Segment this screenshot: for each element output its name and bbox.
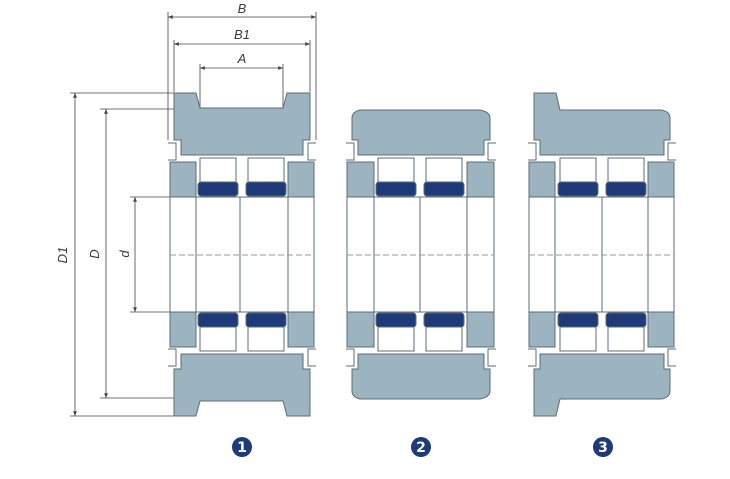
dim-label-B1: B1: [234, 27, 250, 42]
roller-top-left: [199, 157, 237, 183]
inner-ring-bottom: [169, 311, 315, 348]
outer-ring-top: [173, 92, 311, 156]
outer-ring-bottom: [533, 353, 671, 417]
inner-ring-bottom: [346, 311, 495, 348]
roller-band-top-left: [557, 181, 599, 197]
roller-band-bottom-left: [197, 312, 239, 328]
svg-text:1: 1: [237, 440, 247, 456]
roller-band-top-right: [605, 181, 647, 197]
roller-top-right: [247, 157, 285, 183]
svg-text:2: 2: [416, 440, 426, 456]
seal-right-top: [307, 142, 316, 161]
dim-label-D1: D1: [55, 247, 70, 264]
variant-badge-1: 1: [232, 437, 252, 457]
seal-left-top: [168, 142, 177, 161]
roller-band-top-left: [197, 181, 239, 197]
seal-right-bottom: [487, 348, 496, 367]
seal-left-bottom: [346, 348, 355, 367]
roller-bottom-left: [199, 326, 237, 352]
roller-top-left: [377, 157, 415, 183]
dim-label-D: D: [87, 249, 102, 258]
seal-left-top: [528, 142, 537, 161]
roller-band-bottom-left: [557, 312, 599, 328]
svg-text:3: 3: [598, 440, 608, 456]
seal-left-bottom: [528, 348, 537, 367]
inner-ring-bottom: [528, 311, 675, 348]
outer-ring-top: [533, 92, 671, 156]
seal-left-bottom: [168, 348, 177, 367]
roller-top-left: [559, 157, 597, 183]
roller-band-top-right: [245, 181, 287, 197]
roller-bottom-left: [559, 326, 597, 352]
inner-ring-top: [346, 161, 495, 198]
inner-ring-top: [528, 161, 675, 198]
roller-band-bottom-right: [605, 312, 647, 328]
roller-band-bottom-right: [245, 312, 287, 328]
roller-band-bottom-right: [423, 312, 465, 328]
dim-label-A: A: [237, 51, 247, 66]
bearing-variant-2: [346, 109, 496, 400]
roller-bottom-right: [425, 326, 463, 352]
roller-top-right: [607, 157, 645, 183]
seal-right-top: [487, 142, 496, 161]
roller-band-top-left: [375, 181, 417, 197]
outer-ring-bottom: [351, 353, 491, 400]
seal-right-bottom: [307, 348, 316, 367]
bearing-variant-3: [528, 92, 676, 417]
roller-bottom-left: [377, 326, 415, 352]
bearing-variant-1: [168, 92, 316, 417]
outer-ring-bottom: [173, 353, 311, 417]
variant-badge-3: 3: [593, 437, 613, 457]
seal-right-bottom: [667, 348, 676, 367]
seal-right-top: [667, 142, 676, 161]
roller-band-top-right: [423, 181, 465, 197]
roller-bottom-right: [607, 326, 645, 352]
roller-top-right: [425, 157, 463, 183]
variant-badge-2: 2: [411, 437, 431, 457]
outer-ring-top: [351, 109, 491, 156]
inner-ring-top: [169, 161, 315, 198]
seal-left-top: [346, 142, 355, 161]
dim-label-B: B: [238, 1, 247, 16]
roller-bottom-right: [247, 326, 285, 352]
roller-band-bottom-left: [375, 312, 417, 328]
dim-label-d: d: [117, 250, 132, 258]
